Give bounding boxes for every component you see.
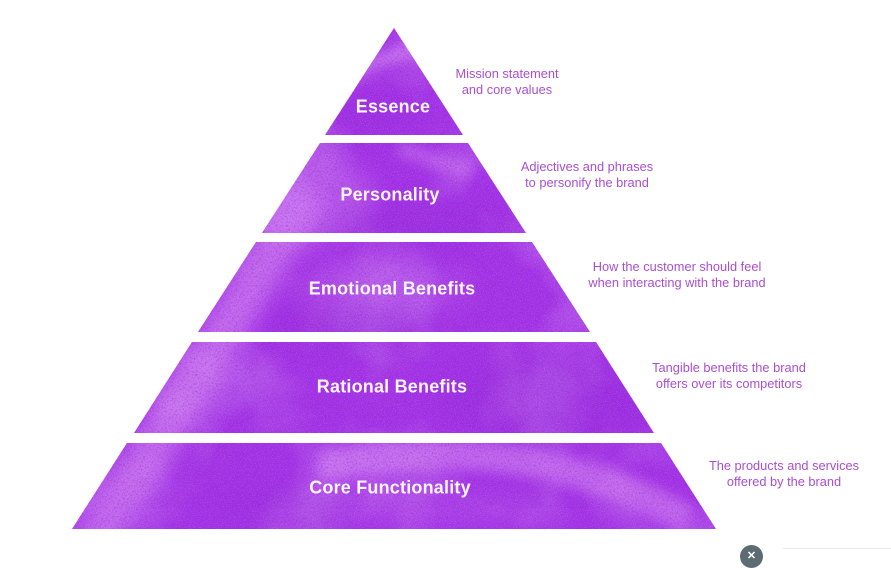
tier-note-rational-benefits: Tangible benefits the brand offers over … xyxy=(652,360,806,392)
note-line: and core values xyxy=(461,82,553,97)
tier-label-personality: Personality xyxy=(340,184,440,205)
note-line: offers over its competitors xyxy=(655,376,803,391)
tier-label-essence: Essence xyxy=(355,96,431,117)
tier-shape-essence xyxy=(325,28,463,135)
tier-note-essence: Mission statement and core values xyxy=(455,66,558,98)
tier-note-personality: Adjectives and phrases to personify the … xyxy=(521,159,653,191)
close-button[interactable]: ✕ xyxy=(740,545,763,568)
tier-label-emotional-benefits: Emotional Benefits xyxy=(308,278,476,299)
note-line: Mission statement xyxy=(455,66,559,81)
tier-label-core-functionality: Core Functionality xyxy=(309,477,471,498)
tier-note-core-functionality: The products and services offered by the… xyxy=(709,458,859,490)
note-line: Tangible benefits the brand xyxy=(652,360,806,375)
note-line: The products and services xyxy=(708,458,860,473)
tier-note-emotional-benefits: How the customer should feel when intera… xyxy=(588,259,765,291)
note-line: to personify the brand xyxy=(525,175,649,190)
divider-line xyxy=(783,548,891,549)
tier-label-rational-benefits: Rational Benefits xyxy=(316,376,468,397)
note-line: Adjectives and phrases xyxy=(520,159,654,174)
note-line: offered by the brand xyxy=(726,474,842,489)
close-icon: ✕ xyxy=(746,550,757,562)
note-line: when interacting with the brand xyxy=(588,275,766,290)
note-line: How the customer should feel xyxy=(592,259,762,274)
